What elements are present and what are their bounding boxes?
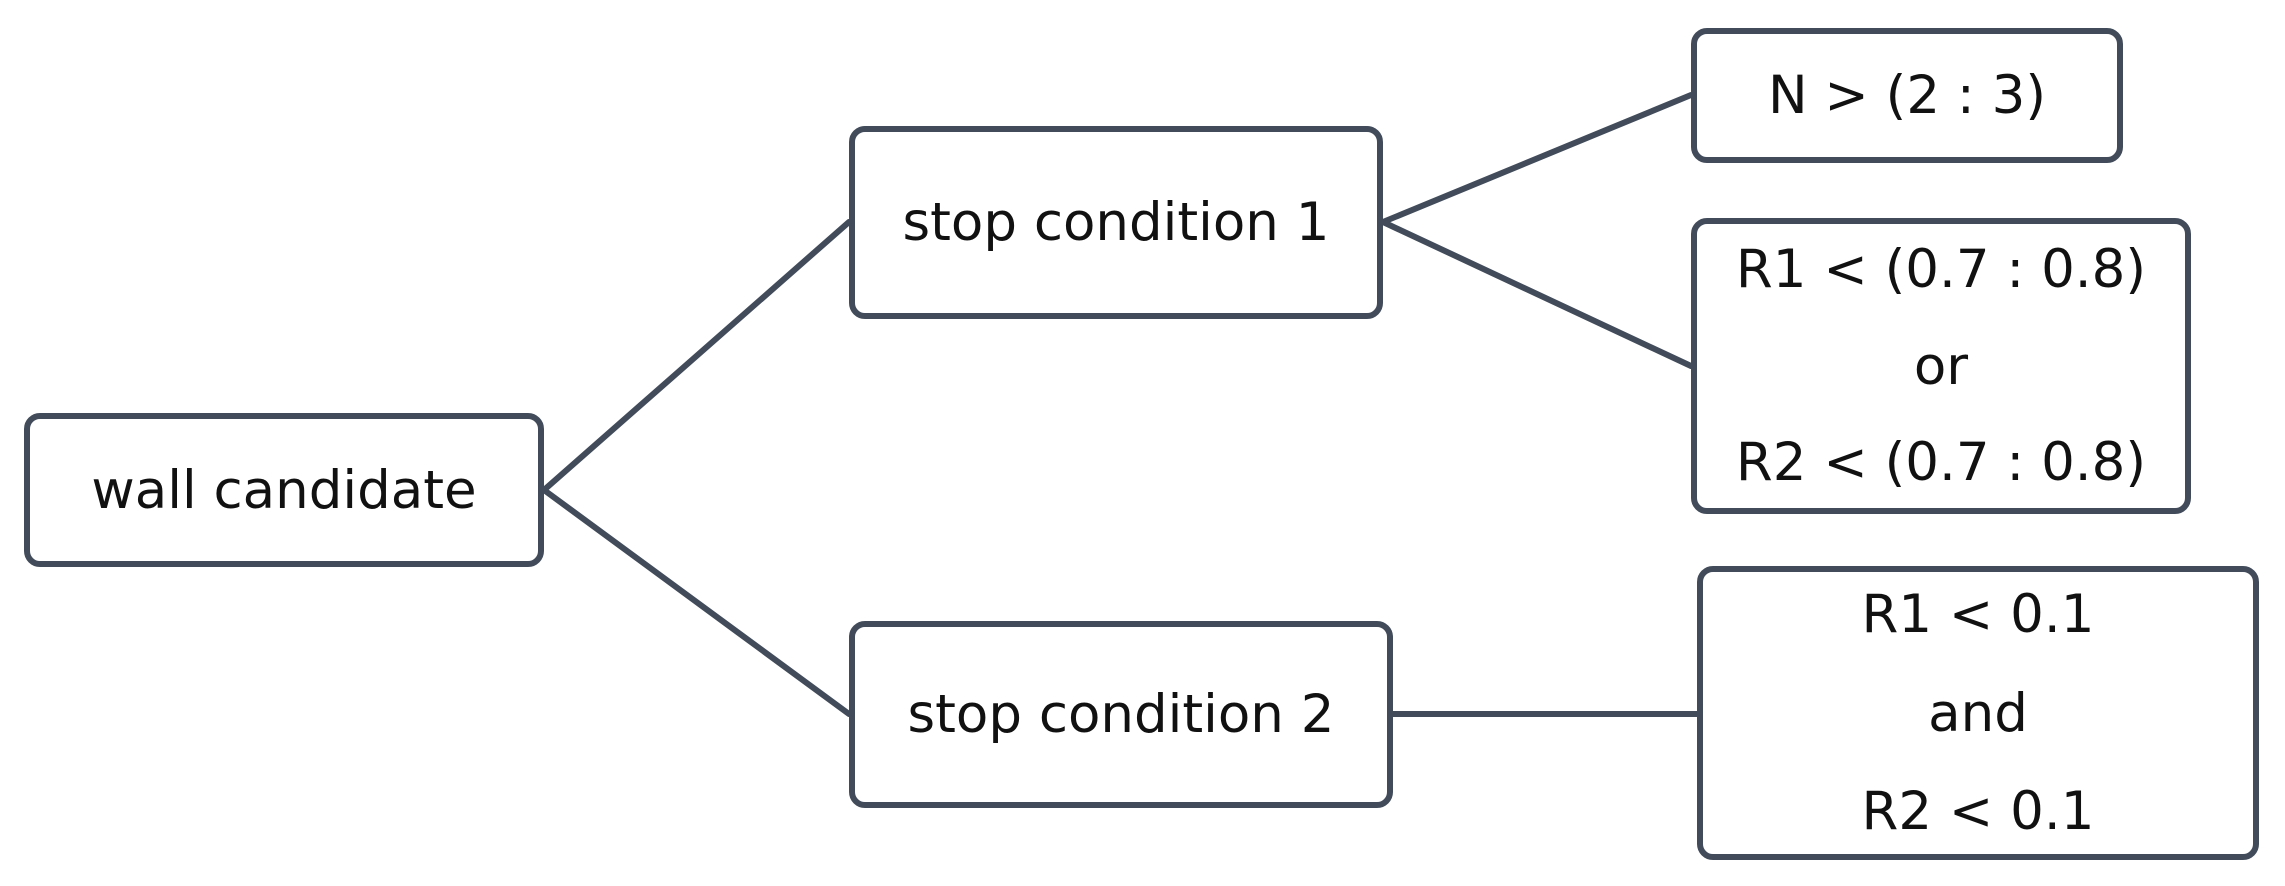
leaf-n-threshold-line: N > (2 : 3) <box>1767 65 2047 126</box>
leaf-node-r-and-condition: R1 < 0.1 and R2 < 0.1 <box>1697 566 2259 860</box>
edge-root-stop2 <box>541 487 852 717</box>
leaf-r1-small-line: R1 < 0.1 <box>1861 584 2095 645</box>
leaf-or-connective: or <box>1913 335 1969 397</box>
leaf-node-r-or-condition: R1 < (0.7 : 0.8) or R2 < (0.7 : 0.8) <box>1691 218 2191 514</box>
stop-condition-2-node: stop condition 2 <box>849 621 1393 808</box>
leaf-r2-range-line: R2 < (0.7 : 0.8) <box>1735 432 2147 493</box>
leaf-r2-small-line: R2 < 0.1 <box>1861 781 2095 842</box>
stop-condition-1-label: stop condition 1 <box>902 192 1330 253</box>
edge-stop1-leaf2 <box>1380 219 1694 369</box>
leaf-node-n-threshold: N > (2 : 3) <box>1691 28 2123 163</box>
edge-root-stop1 <box>541 219 852 493</box>
leaf-and-connective: and <box>1928 682 2028 744</box>
leaf-r1-range-line: R1 < (0.7 : 0.8) <box>1735 239 2147 300</box>
root-node-label: wall candidate <box>91 459 477 521</box>
leaf-r-and-lines: R1 < 0.1 and R2 < 0.1 <box>1862 588 2095 838</box>
stop-condition-2-label: stop condition 2 <box>907 684 1335 745</box>
root-node-wall-candidate: wall candidate <box>24 413 544 567</box>
leaf-r-or-lines: R1 < (0.7 : 0.8) or R2 < (0.7 : 0.8) <box>1736 243 2146 489</box>
edge-stop1-leaf1 <box>1380 92 1694 225</box>
stop-condition-1-node: stop condition 1 <box>849 126 1383 319</box>
